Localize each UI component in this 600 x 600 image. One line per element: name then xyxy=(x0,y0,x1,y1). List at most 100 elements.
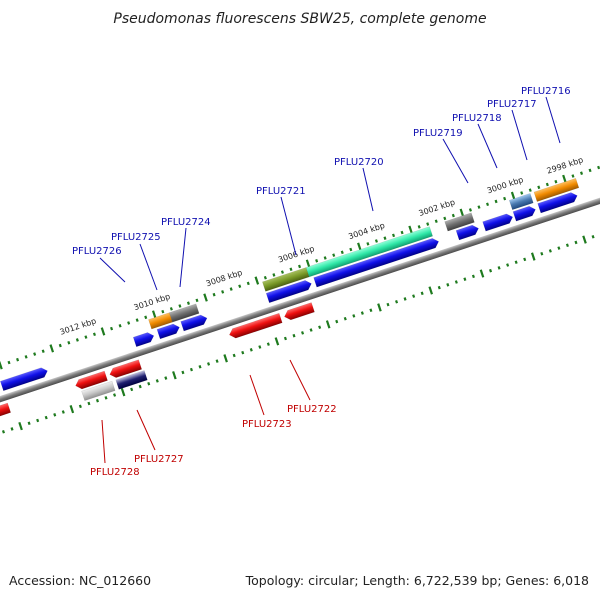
scale-tick-mark xyxy=(323,256,327,260)
gene-feature[interactable] xyxy=(533,177,580,202)
forward-gene-label: PFLU2724 xyxy=(161,217,211,228)
scale-tick-mark xyxy=(138,384,142,389)
scale-tick-mark xyxy=(557,246,561,250)
scale-tick-mark xyxy=(27,421,31,426)
gene-feature[interactable] xyxy=(455,224,480,241)
leader-line xyxy=(545,96,561,144)
reverse-gene-label: PFLU2727 xyxy=(134,454,184,465)
scale-tick-mark xyxy=(10,427,14,431)
scale-tick-mark xyxy=(318,325,322,329)
scale-tick-mark xyxy=(118,324,122,328)
scale-tick-mark xyxy=(520,191,524,195)
scale-tick-mark xyxy=(408,225,413,234)
gene-feature[interactable] xyxy=(228,312,283,339)
scale-tick-mark xyxy=(0,361,3,370)
label-leader-lines xyxy=(99,96,561,464)
scale-tick-mark xyxy=(503,196,507,201)
scale-tick-mark xyxy=(69,405,75,414)
scale-tick-mark xyxy=(95,398,99,403)
scale-tick-mark xyxy=(582,235,587,244)
gene-feature[interactable] xyxy=(512,205,537,222)
gene-feature[interactable] xyxy=(444,212,475,232)
scale-tick-mark xyxy=(386,302,390,307)
gene-feature[interactable] xyxy=(265,279,313,304)
scale-tick-mark xyxy=(78,404,82,409)
leader-line xyxy=(139,243,158,291)
gene-feature[interactable] xyxy=(115,370,148,390)
scale-tick-mark xyxy=(127,321,131,325)
scale-tick-mark xyxy=(221,290,225,294)
scale-tick-mark xyxy=(18,421,23,431)
scale-tick-mark xyxy=(274,337,280,346)
scale-tick-mark xyxy=(110,326,114,331)
scale-tick-mark xyxy=(305,259,311,268)
scale-tick-mark xyxy=(272,273,276,277)
scale-tick-mark xyxy=(343,316,347,321)
gene-feature[interactable] xyxy=(156,322,181,340)
gene-feature[interactable] xyxy=(537,191,579,214)
scale-tick-mark xyxy=(565,243,569,248)
scale-tick-mark xyxy=(528,188,532,192)
scale-tick-mark xyxy=(24,355,28,359)
forward-gene-label: PFLU2717 xyxy=(487,99,537,110)
scale-tick-mark xyxy=(178,304,182,308)
gene-feature[interactable] xyxy=(180,313,209,332)
scale-tick-mark xyxy=(301,331,305,335)
scale-tick-mark xyxy=(36,418,40,423)
scale-tick-mark xyxy=(392,233,396,238)
scale-tick-mark xyxy=(289,267,293,272)
gene-feature[interactable] xyxy=(0,366,49,392)
gene-feature[interactable] xyxy=(132,331,155,348)
scale-tick-mark xyxy=(172,371,177,380)
scale-tick-mark xyxy=(61,410,65,414)
gene-feature[interactable] xyxy=(482,212,515,232)
gene-feature[interactable] xyxy=(169,303,200,323)
gene-feature[interactable] xyxy=(283,302,315,322)
gene-feature[interactable] xyxy=(0,402,12,422)
scale-tick-mark xyxy=(246,281,250,286)
scale-tick-mark xyxy=(588,168,592,173)
scale-tick-mark xyxy=(104,396,108,400)
scale-tick-mark xyxy=(426,222,430,226)
forward-gene-label: PFLU2725 xyxy=(111,232,161,243)
scale-tick-mark xyxy=(417,225,421,229)
gene-feature[interactable] xyxy=(74,370,108,391)
scale-tick-label: 3012 kbp xyxy=(59,316,98,336)
gene-feature[interactable] xyxy=(108,359,143,380)
scale-tick-mark xyxy=(357,242,362,251)
reverse-gene-label: PFLU2722 xyxy=(287,404,337,415)
gene-feature[interactable] xyxy=(81,380,116,402)
leader-line xyxy=(249,374,265,416)
scale-tick-mark xyxy=(562,174,567,183)
scale-tick-mark xyxy=(181,370,185,375)
leader-line xyxy=(477,123,498,169)
forward-gene-label: PFLU2721 xyxy=(256,186,306,197)
gene-feature[interactable] xyxy=(305,226,433,278)
scale-tick-mark xyxy=(155,379,159,383)
scale-tick-mark xyxy=(198,365,202,369)
scale-tick-label: 2998 kbp xyxy=(546,155,585,175)
scale-tick-label: 3000 kbp xyxy=(486,175,525,195)
reverse-gene-label: PFLU2723 xyxy=(242,419,292,430)
gene-feature[interactable] xyxy=(313,237,441,288)
scale-tick-mark xyxy=(266,342,270,346)
leader-line xyxy=(442,138,469,184)
scale-tick-mark xyxy=(412,294,416,298)
scale-tick-mark xyxy=(53,413,57,417)
scale-tick-mark xyxy=(451,213,455,218)
leader-line xyxy=(99,257,126,283)
scale-tick-mark xyxy=(292,333,296,338)
scale-tick-mark xyxy=(254,276,260,285)
scale-tick-mark xyxy=(403,297,407,301)
gene-feature[interactable] xyxy=(508,193,534,211)
scale-tick-mark xyxy=(92,332,96,337)
leader-line xyxy=(511,109,528,161)
scale-tick-mark xyxy=(506,263,510,267)
scale-tick-mark xyxy=(87,401,91,406)
scale-tick-mark xyxy=(58,343,62,348)
scale-tick-mark xyxy=(100,327,106,336)
scale-tick-mark xyxy=(7,360,11,365)
leader-line xyxy=(179,227,187,288)
scale-tick-mark xyxy=(113,393,117,397)
